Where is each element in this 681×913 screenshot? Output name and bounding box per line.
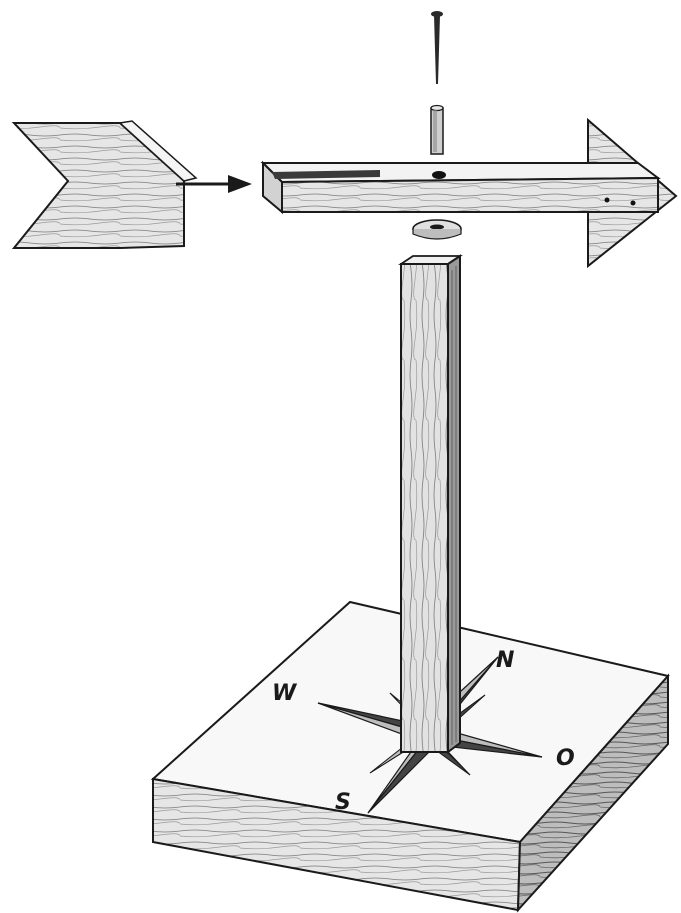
compass-west-label: W: [272, 681, 298, 706]
dowel-pin: [431, 106, 443, 155]
post: [401, 256, 460, 752]
washer: [413, 220, 461, 239]
vane-arm: [263, 163, 658, 212]
tail-fin: [14, 121, 196, 248]
compass-east-label: O: [556, 746, 575, 771]
compass-south-label: S: [335, 790, 351, 815]
nail: [431, 11, 443, 84]
compass-north-label: N: [496, 648, 514, 673]
